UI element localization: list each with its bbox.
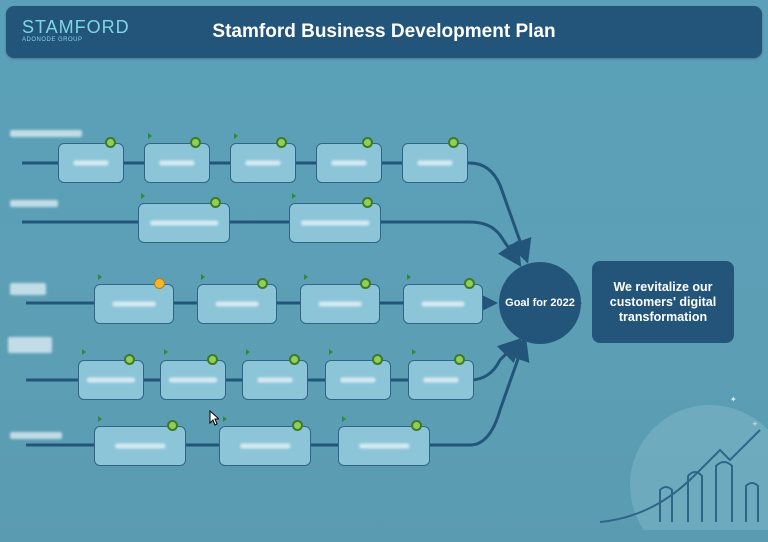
milestone-step[interactable] <box>94 426 186 466</box>
row-label <box>10 432 62 439</box>
milestone-step[interactable] <box>144 143 210 183</box>
status-indicator-icon <box>292 420 303 431</box>
row-label <box>10 200 58 207</box>
milestone-step[interactable] <box>338 426 430 466</box>
milestone-step[interactable] <box>316 143 382 183</box>
page-title: Stamford Business Development Plan <box>212 21 556 42</box>
goal-badge: Goal for 2022 <box>499 262 581 344</box>
milestone-step[interactable] <box>325 360 391 400</box>
status-indicator-icon <box>154 278 165 289</box>
connector-row-5 <box>26 336 530 447</box>
row-label <box>10 283 46 295</box>
milestone-step[interactable] <box>402 143 468 183</box>
svg-text:+: + <box>752 420 758 428</box>
milestone-step[interactable] <box>403 284 483 324</box>
vision-text: We revitalize our customers' digital tra… <box>609 279 717 324</box>
status-indicator-icon <box>124 354 135 365</box>
vision-statement-box: We revitalize our customers' digital tra… <box>592 261 734 343</box>
status-indicator-icon <box>464 278 475 289</box>
status-indicator-icon <box>190 137 201 148</box>
mouse-cursor-icon <box>209 410 219 426</box>
status-indicator-icon <box>276 137 287 148</box>
milestone-step[interactable] <box>138 203 230 243</box>
status-indicator-icon <box>362 137 373 148</box>
goal-label: Goal for 2022 <box>505 297 575 309</box>
status-indicator-icon <box>289 354 300 365</box>
status-indicator-icon <box>372 354 383 365</box>
status-indicator-icon <box>360 278 371 289</box>
row-label <box>10 130 82 137</box>
connector-row-2 <box>22 220 522 267</box>
status-indicator-icon <box>105 137 116 148</box>
svg-text:✦: ✦ <box>730 395 737 404</box>
header-bar: STAMFORD ADONODE GROUP Stamford Business… <box>6 6 762 58</box>
connector-row-1 <box>22 161 532 264</box>
milestone-step[interactable] <box>78 360 144 400</box>
status-indicator-icon <box>362 197 373 208</box>
status-indicator-icon <box>210 197 221 208</box>
growth-chart-icon: ✦ + <box>600 395 768 530</box>
milestone-step[interactable] <box>230 143 296 183</box>
milestone-step[interactable] <box>300 284 380 324</box>
status-indicator-icon <box>411 420 422 431</box>
status-indicator-icon <box>448 137 459 148</box>
status-indicator-icon <box>257 278 268 289</box>
milestone-step[interactable] <box>160 360 226 400</box>
company-logo: STAMFORD ADONODE GROUP <box>22 18 130 43</box>
milestone-step[interactable] <box>408 360 474 400</box>
milestone-step[interactable] <box>58 143 124 183</box>
status-indicator-icon <box>454 354 465 365</box>
logo-name: STAMFORD <box>22 17 130 37</box>
row-label <box>8 337 52 353</box>
status-indicator-icon <box>167 420 178 431</box>
milestone-step[interactable] <box>197 284 277 324</box>
milestone-step[interactable] <box>219 426 311 466</box>
status-indicator-icon <box>207 354 218 365</box>
milestone-step[interactable] <box>94 284 174 324</box>
milestone-step[interactable] <box>289 203 381 243</box>
logo-subtitle: ADONODE GROUP <box>22 37 83 43</box>
milestone-step[interactable] <box>242 360 308 400</box>
